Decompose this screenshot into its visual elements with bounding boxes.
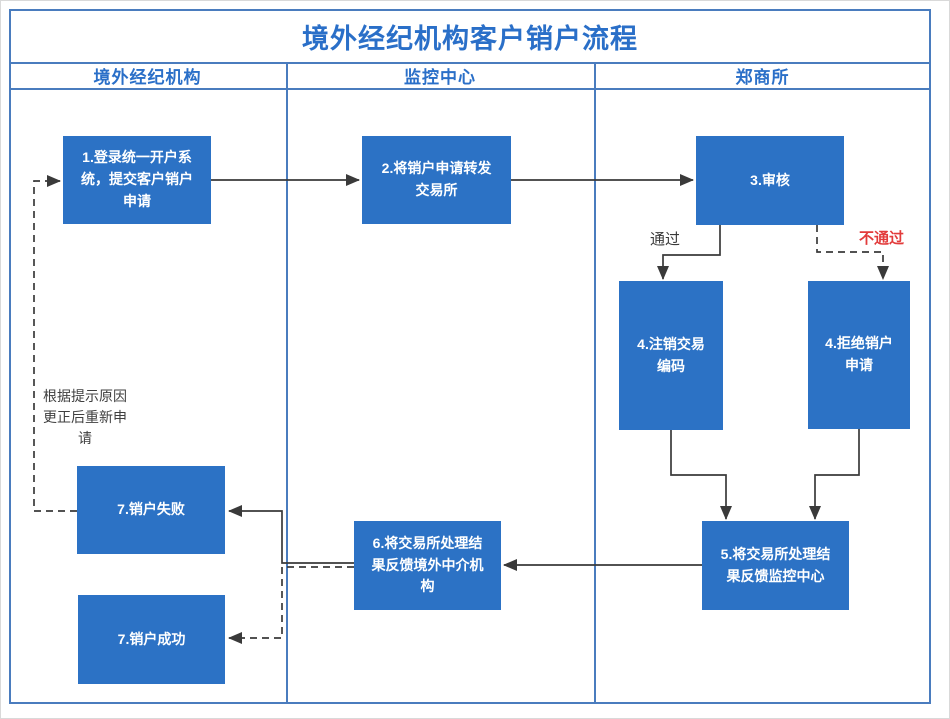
node-step1-submit-close-request: 1.登录统一开户系 统，提交客户销户 申请 xyxy=(63,136,211,224)
node-step4-cancel-trading-code: 4.注销交易 编码 xyxy=(619,281,723,430)
header-divider-line xyxy=(9,88,931,90)
node-step6-feedback-overseas: 6.将交易所处理结 果反馈境外中介机 构 xyxy=(354,521,501,610)
node-step2-forward-request: 2.将销户申请转发 交易所 xyxy=(362,136,511,224)
lane-header-zce: 郑商所 xyxy=(735,68,790,87)
node-step7-close-failed: 7.销户失败 xyxy=(77,466,225,554)
lane-divider-2 xyxy=(594,62,596,703)
lane-header-monitoring-center: 监控中心 xyxy=(404,68,476,87)
diagram-border xyxy=(9,9,931,704)
lane-divider-1 xyxy=(286,62,288,703)
node-step7-close-success: 7.销户成功 xyxy=(78,595,225,684)
page-title: 境外经纪机构客户销户流程 xyxy=(302,23,638,54)
node-step5-feedback-monitoring: 5.将交易所处理结 果反馈监控中心 xyxy=(702,521,849,610)
node-step3-review: 3.审核 xyxy=(696,136,844,225)
lane-header-overseas-broker: 境外经纪机构 xyxy=(93,68,202,87)
note-retry-reason: 根据提示原因 更正后重新申 请 xyxy=(43,388,127,446)
node-step4-reject-request: 4.拒绝销户 申请 xyxy=(808,281,910,429)
edge-label-rejected: 不通过 xyxy=(859,230,905,247)
title-divider-line xyxy=(9,62,931,64)
edge-label-approved: 通过 xyxy=(650,231,681,248)
